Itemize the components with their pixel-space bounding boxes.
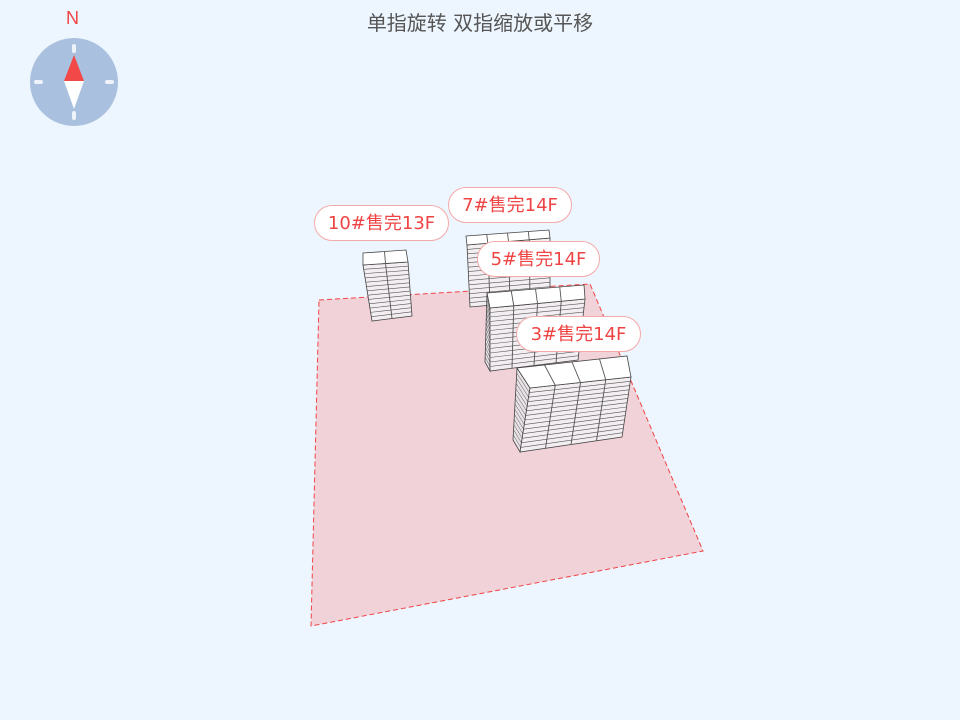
floor-line (484, 356, 491, 367)
floor-line (485, 332, 491, 345)
floor-line (515, 398, 526, 416)
floor-line (513, 424, 523, 439)
roof-divider (535, 288, 538, 304)
unit-divider (570, 382, 581, 445)
floor-line (486, 312, 491, 327)
floor-line (486, 317, 491, 331)
roof-divider (384, 251, 386, 264)
compass-button[interactable] (30, 38, 118, 126)
floor-line (513, 429, 522, 443)
building-3 (512, 355, 632, 454)
building-0 (362, 249, 413, 322)
building-label-3[interactable]: 3#售完14F (516, 316, 641, 352)
roof-divider (510, 290, 515, 306)
floor-line (513, 419, 524, 434)
floor-line (485, 337, 491, 349)
unit-divider (511, 305, 515, 369)
floor-line (485, 347, 491, 358)
unit-divider (596, 379, 607, 441)
floor-line (486, 302, 491, 318)
compass-needle-icon (34, 44, 114, 120)
floor-line (485, 322, 491, 336)
floor-line (516, 373, 530, 393)
building-roof (362, 249, 409, 266)
building-label-5[interactable]: 5#售完14F (477, 241, 600, 277)
unit-divider (385, 263, 393, 319)
floor-line (514, 409, 525, 425)
floor-line (485, 327, 491, 340)
floor-line (513, 434, 521, 448)
building-label-7[interactable]: 7#售完14F (448, 187, 572, 223)
unit-divider (545, 385, 556, 449)
floor-line (515, 388, 528, 407)
floor-line (515, 393, 527, 411)
roof-divider (599, 358, 607, 380)
floor-line (515, 383, 529, 402)
roof-divider (559, 286, 562, 302)
building-roof (516, 355, 632, 389)
gesture-hint: 单指旋转 双指缩放或平移 (366, 11, 594, 35)
floor-line (514, 403, 526, 421)
roof-divider (507, 232, 509, 242)
roof-divider (571, 361, 581, 383)
roof-divider (527, 231, 530, 240)
building-label-10[interactable]: 10#售完13F (314, 205, 449, 241)
floor-line (516, 378, 529, 398)
floor-line (485, 352, 491, 363)
floor-line (485, 342, 491, 354)
roof-divider (544, 364, 556, 386)
floor-line (486, 297, 491, 313)
north-label: N (66, 8, 79, 28)
floor-line (486, 307, 491, 322)
floor-line (514, 414, 524, 430)
